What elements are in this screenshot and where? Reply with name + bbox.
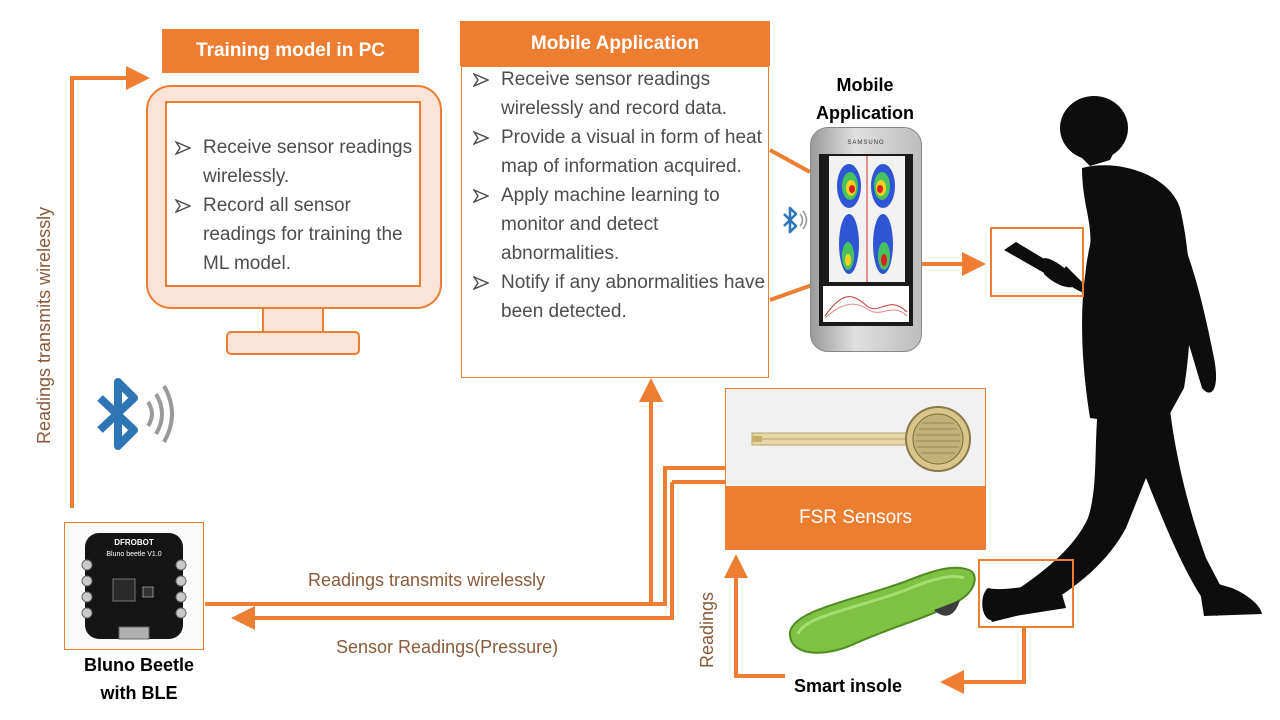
bullet-arrow-icon: [473, 181, 501, 268]
list-item: Receive sensor readings wirelessly and r…: [473, 65, 765, 123]
bullet-arrow-icon: [175, 191, 203, 278]
bluno-board-frame: DFROBOT Bluno beetle V1.0: [64, 522, 204, 650]
bullet-arrow-icon: [473, 65, 501, 123]
training-bullets: Receive sensor readings wirelessly. Reco…: [175, 133, 415, 278]
arrow-bluno-to-pc: [70, 66, 150, 508]
arrow-fsr-to-bluno: [243, 480, 726, 618]
list-item: Provide a visual in form of heat map of …: [473, 123, 765, 181]
arrow-insole-to-fsr: [724, 554, 785, 678]
bullet-arrow-icon: [473, 268, 501, 326]
mobile-app-box: [461, 66, 769, 378]
phone-screen: [819, 154, 913, 326]
foot-highlight-box: [978, 559, 1074, 628]
smartphone: SAMSUNG: [810, 127, 922, 352]
svg-text:DFROBOT: DFROBOT: [114, 538, 154, 547]
mobile-app-bullets: Receive sensor readings wirelessly and r…: [473, 65, 765, 326]
bluno-label: Bluno Beetle with BLE: [83, 655, 194, 703]
line-app-to-phone-top: [769, 148, 811, 174]
list-item: Notify if any abnormalities have been de…: [473, 268, 765, 326]
phone-brand: SAMSUNG: [847, 140, 885, 146]
arrow-bluno-to-fsr: [205, 466, 726, 606]
training-title: Training model in PC: [162, 29, 419, 73]
label-bottom-top: Readings transmits wirelessly: [308, 570, 546, 590]
insole-label: Smart insole: [793, 676, 903, 696]
hand-highlight-box: [990, 227, 1084, 297]
fsr-label: FSR Sensors: [725, 486, 986, 550]
fsr-sensor-frame: FSR Sensors: [725, 388, 986, 550]
fsr-sensor-image: [726, 389, 985, 487]
list-item: Apply machine learning to monitor and de…: [473, 181, 765, 268]
list-item: Receive sensor readings wirelessly.: [175, 133, 415, 191]
bluetooth-icon: [92, 372, 184, 469]
insole-image: [788, 566, 976, 654]
foot-heatmap-image: [837, 156, 895, 282]
mobile-app-title: Mobile Application: [460, 21, 770, 66]
phone-label: Mobile Application: [816, 75, 914, 123]
bluno-board-image: DFROBOT Bluno beetle V1.0: [81, 533, 187, 640]
label-bottom-bottom: Sensor Readings(Pressure): [336, 637, 559, 657]
pressure-graph: [823, 286, 909, 322]
bullet-arrow-icon: [175, 133, 203, 191]
svg-text:Bluno beetle V1.0: Bluno beetle V1.0: [106, 551, 161, 558]
heatmap-panel: [829, 156, 905, 282]
label-readings-wireless-vertical: Readings transmits wirelessly: [34, 206, 54, 444]
walking-person-silhouette: [982, 96, 1262, 622]
pc-monitor: [146, 85, 442, 355]
line-app-to-phone-bottom: [769, 282, 816, 302]
label-left-vertical-holder: [34, 445, 58, 715]
bullet-arrow-icon: [473, 123, 501, 181]
arrow-foot-to-insole: [940, 628, 1026, 694]
list-item: Record all sensor readings for training …: [175, 191, 415, 278]
bluetooth-small-icon: [778, 204, 812, 243]
label-insole-readings: Readings: [697, 591, 717, 668]
